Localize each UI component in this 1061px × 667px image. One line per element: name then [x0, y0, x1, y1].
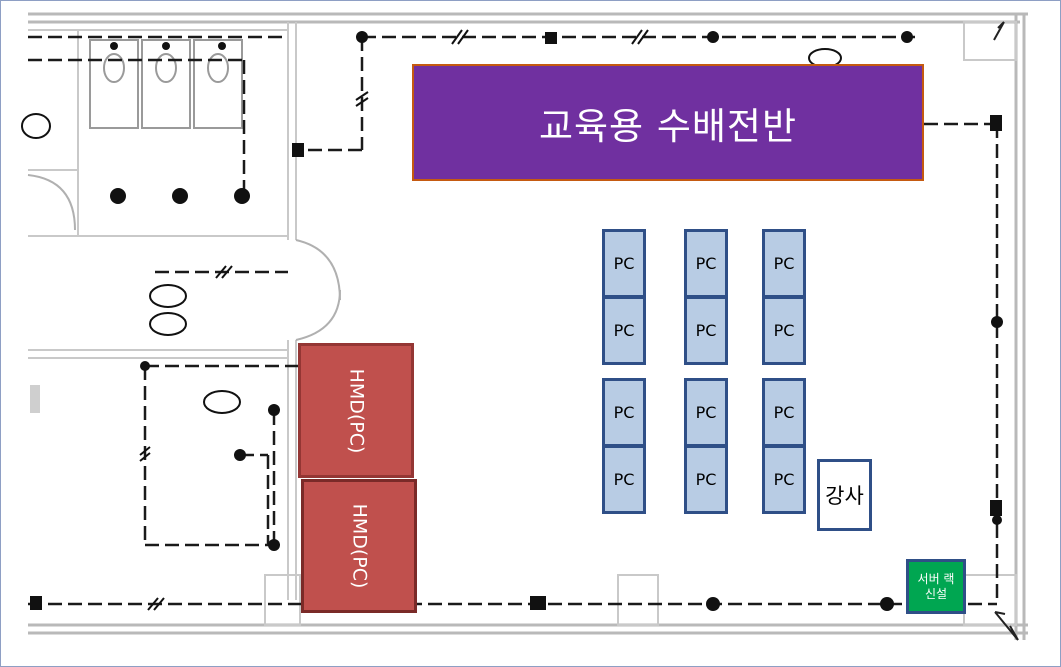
pc-desk: PC [762, 296, 806, 365]
pc-desk: PC [762, 229, 806, 298]
pc-label: PC [695, 403, 717, 422]
pc-label: PC [613, 403, 635, 422]
pc-desk: PC [684, 296, 728, 365]
pc-desk: PC [602, 445, 646, 514]
pc-label: PC [613, 254, 635, 273]
server-rack-new: 서버 랙 신설 [906, 559, 966, 614]
lecturer-label: 강사 [825, 484, 864, 508]
lecturer-desk: 강사 [817, 459, 872, 531]
pc-desk: PC [602, 229, 646, 298]
hmd-station: HMD(PC) [301, 479, 417, 613]
pc-label: PC [613, 321, 635, 340]
hmd-station: HMD(PC) [298, 343, 414, 478]
pc-label: PC [773, 254, 795, 273]
pc-desk: PC [684, 445, 728, 514]
hmd-label: HMD(PC) [348, 503, 370, 589]
pc-desk: PC [684, 378, 728, 447]
pc-label: PC [695, 321, 717, 340]
pc-label: PC [773, 470, 795, 489]
pc-desk: PC [762, 445, 806, 514]
pc-desk: PC [762, 378, 806, 447]
pc-label: PC [613, 470, 635, 489]
pc-label: PC [773, 403, 795, 422]
server-rack-label: 서버 랙 신설 [917, 571, 955, 601]
pc-desk: PC [684, 229, 728, 298]
switchboard-label: 교육용 수배전반 [538, 104, 798, 148]
pc-desk: PC [602, 378, 646, 447]
pc-label: PC [695, 470, 717, 489]
pc-label: PC [695, 254, 717, 273]
hmd-label: HMD(PC) [345, 368, 367, 453]
pc-desk: PC [602, 296, 646, 365]
pc-label: PC [773, 321, 795, 340]
education-switchboard-panel: 교육용 수배전반 [412, 64, 924, 181]
